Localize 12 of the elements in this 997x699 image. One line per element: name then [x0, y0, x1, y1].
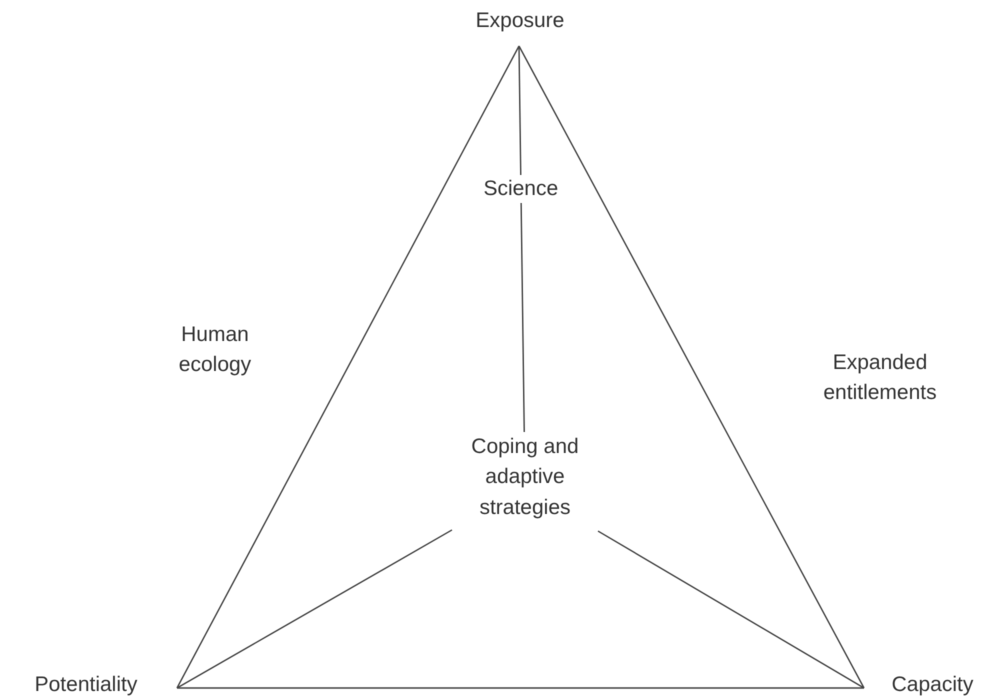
axis-label: Expanded entitlements [822, 350, 938, 406]
connector-line [176, 529, 452, 689]
center-label: Coping and adaptive strategies [452, 432, 598, 524]
connector-line [177, 687, 864, 689]
vertex-label: Exposure [460, 6, 580, 36]
axis-label: Human ecology [178, 322, 252, 378]
vertex-label: Potentiality [0, 670, 172, 699]
connector-line [176, 46, 520, 688]
connector-line [598, 530, 864, 689]
connector-line [518, 46, 865, 688]
connector-line [518, 46, 525, 432]
vertex-label: Capacity [868, 670, 997, 699]
